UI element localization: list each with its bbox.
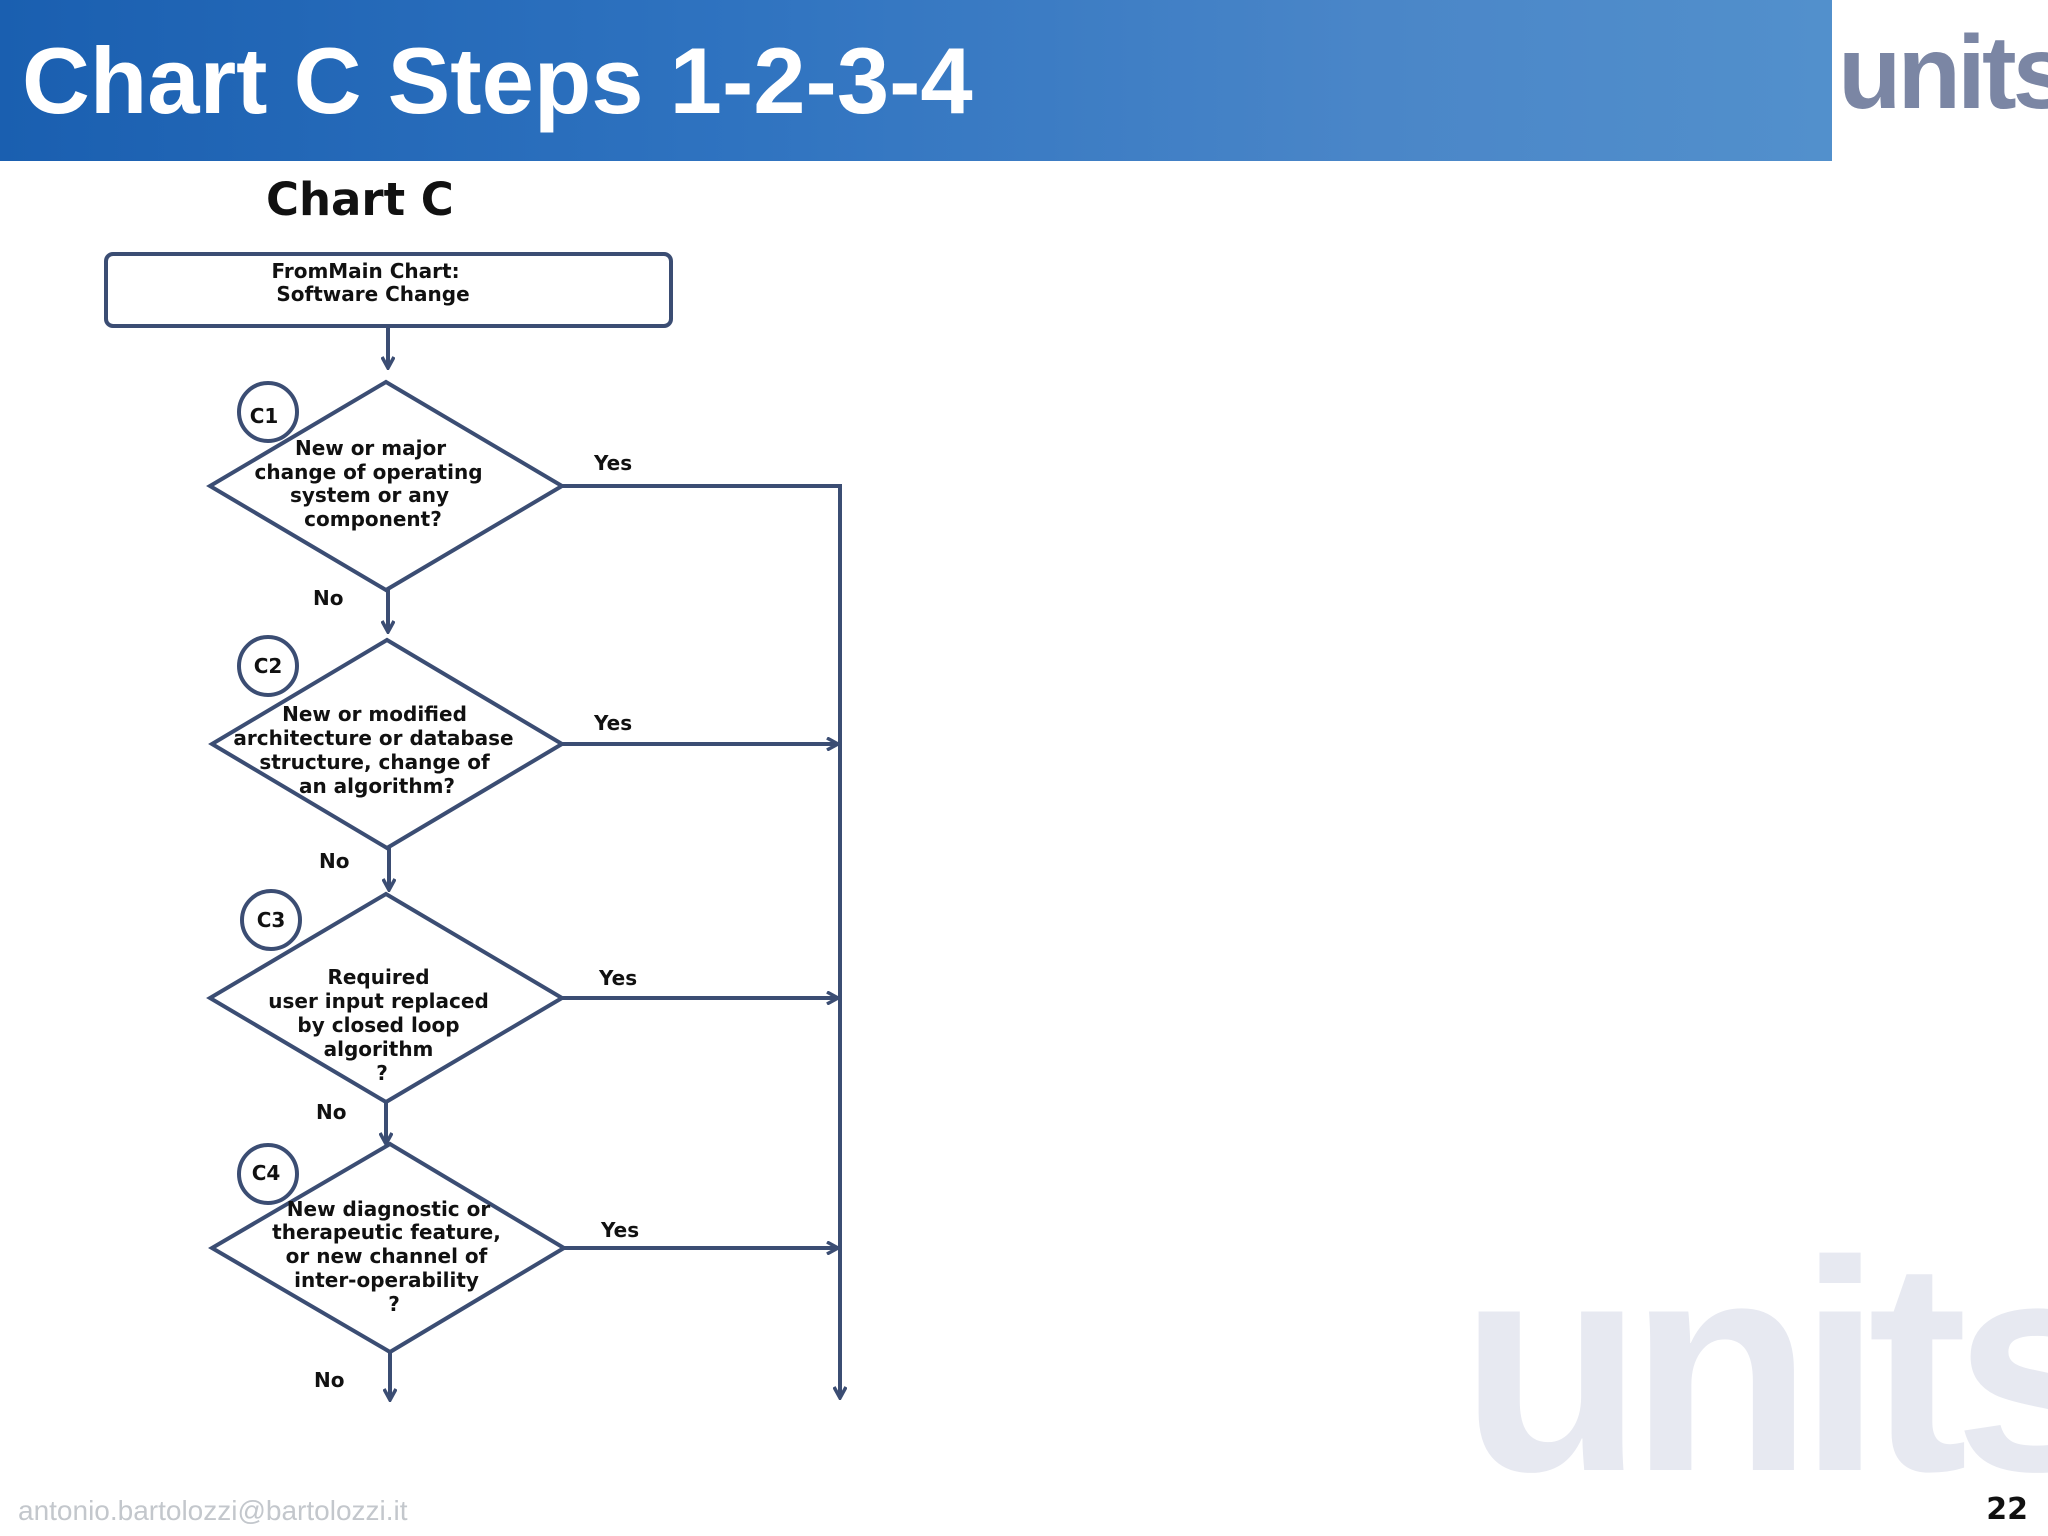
step-circle-c4 — [237, 1143, 299, 1205]
start-box-line2: Software Change — [276, 282, 469, 306]
c4-text-line2: therapeutic feature, — [272, 1220, 501, 1244]
decision-c3-diamond — [206, 891, 566, 1105]
chart-title: Chart C — [266, 173, 454, 226]
units-logo: units — [1838, 15, 2048, 131]
c3-text-line3: by closed loop — [297, 1013, 459, 1037]
c4-no-label: No — [314, 1368, 344, 1392]
c4-text-line5: ? — [388, 1292, 400, 1316]
decision-c4-diamond — [208, 1141, 568, 1355]
c2-yes-label: Yes — [593, 711, 632, 735]
page-number: 22 — [1986, 1492, 2028, 1527]
c1-no-label: No — [313, 586, 343, 610]
step-id-c1: C1 — [250, 404, 279, 428]
step-circle-c2 — [237, 635, 299, 697]
step-circle-c3 — [240, 889, 302, 951]
start-box-line1: FromMain Chart: — [271, 259, 459, 283]
step-circle-c1 — [237, 381, 299, 443]
c4-yes-label: Yes — [600, 1218, 639, 1242]
header-bar: Chart C Steps 1-2-3-4 — [0, 0, 1832, 161]
yes-line-c1 — [562, 484, 840, 1398]
decision-c2-diamond — [208, 637, 566, 851]
c3-text-line2: user input replaced — [268, 989, 489, 1013]
units-logo-text: units — [1838, 15, 2048, 131]
units-watermark-text: units — [1460, 1200, 2048, 1500]
c1-yes-label: Yes — [593, 451, 632, 475]
c2-text-line1: New or modified — [282, 702, 467, 726]
c1-text-line1: New or major — [295, 436, 446, 460]
svg-text:New diagnostic or therap: New diagnostic or therapeutic feature, o… — [272, 1197, 508, 1316]
c3-text-line1: Required — [327, 965, 429, 989]
c2-text-line4: an algorithm? — [299, 774, 455, 798]
c4-text-line4: inter-operability — [294, 1268, 479, 1292]
c2-text-line2: architecture or database — [233, 726, 513, 750]
svg-text:New or modified architec: New or modified architecture or database… — [233, 702, 520, 798]
svg-text:Required user input repl: Required user input replaced by closed l… — [268, 965, 496, 1085]
c3-text-line4: algorithm — [324, 1037, 434, 1061]
c1-text-line2: change of operating — [255, 460, 483, 484]
c3-text-line5: ? — [376, 1061, 388, 1085]
step-id-c2: C2 — [254, 654, 283, 678]
author-email: antonio.bartolozzi@bartolozzi.it — [18, 1495, 408, 1526]
decision-c1-diamond — [206, 379, 566, 593]
c3-yes-label: Yes — [598, 966, 637, 990]
c4-text-line1: New diagnostic or — [287, 1197, 491, 1221]
step-id-c3: C3 — [257, 908, 286, 932]
c1-text-line3: system or any — [290, 483, 449, 507]
svg-text:New or major change of o: New or major change of operating system … — [255, 436, 490, 531]
c2-no-label: No — [319, 849, 349, 873]
c2-text-line3: structure, change of — [259, 750, 490, 774]
page-title: Chart C Steps 1-2-3-4 — [22, 28, 973, 133]
units-watermark-logo: units — [1460, 1200, 2048, 1500]
c3-no-label: No — [316, 1100, 346, 1124]
c4-text-line3: or new channel of — [286, 1244, 488, 1268]
svg-text:FromMain Chart: Software: FromMain Chart: Software Change — [271, 259, 469, 306]
step-id-c4: C4 — [252, 1161, 281, 1185]
c1-text-line4: component? — [304, 507, 442, 531]
